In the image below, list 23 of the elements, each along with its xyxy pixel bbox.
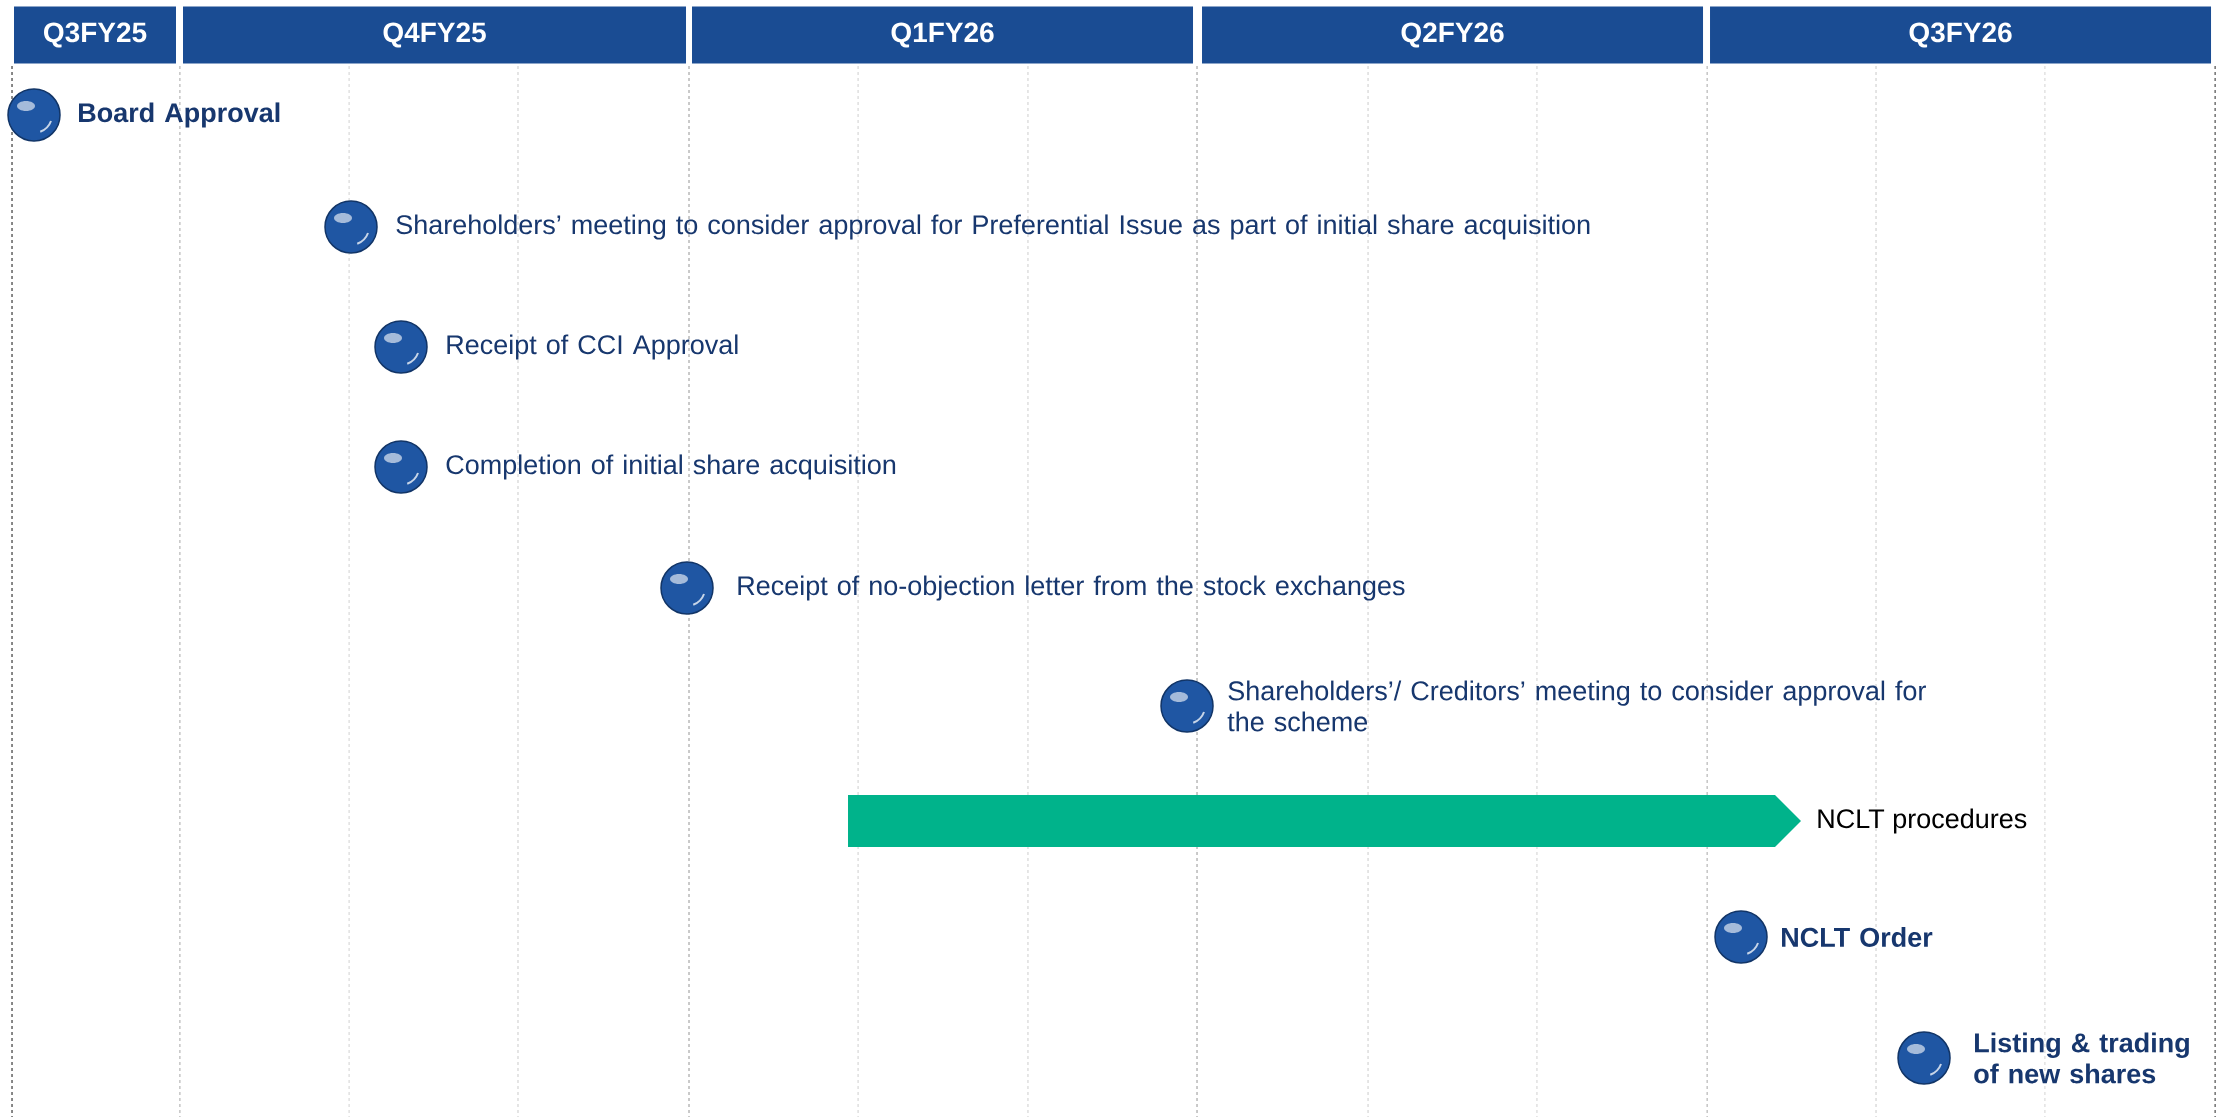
quarter-header: Q3FY25 — [14, 6, 176, 64]
milestone-label: Receipt of no-objection letter from the stock exchanges — [738, 575, 1405, 601]
milestone-label: Shareholders’ meeting to consider approval for Preferential Issue as part of initial share acquisition — [396, 214, 1590, 240]
milestone-sphere — [1897, 1031, 1951, 1085]
quarter-header: Q2FY26 — [1202, 6, 1703, 64]
milestone-sphere — [1714, 910, 1768, 964]
progress-arrow-bar — [848, 795, 1801, 847]
milestone-label: Listing & trading of new shares — [1974, 1032, 2189, 1084]
milestone-label: Shareholders’/ Creditors’ meeting to consider approval for the scheme — [1227, 680, 1926, 732]
bar-label: NCLT procedures — [1818, 808, 2027, 834]
milestone-sphere — [374, 320, 428, 374]
milestone-sphere — [7, 88, 61, 142]
milestone-sphere — [324, 200, 378, 254]
milestone-label: Board Approval — [79, 102, 280, 128]
quarter-header: Q1FY26 — [692, 6, 1193, 64]
milestone-sphere — [1160, 679, 1214, 733]
quarter-header: Q3FY26 — [1710, 6, 2212, 64]
milestone-label: Completion of initial share acquisition — [446, 454, 896, 480]
milestone-label: NCLT Order — [1782, 927, 1933, 947]
milestone-sphere — [374, 440, 428, 494]
milestone-sphere — [660, 561, 714, 615]
quarter-header: Q4FY25 — [183, 6, 686, 64]
milestone-label: Receipt of CCI Approval — [447, 334, 738, 360]
